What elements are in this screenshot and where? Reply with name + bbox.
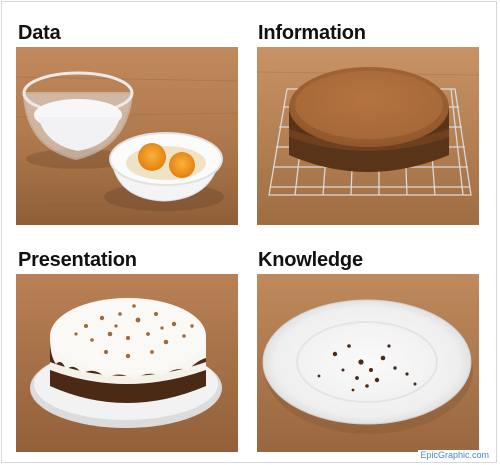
knowledge-photo xyxy=(257,274,479,452)
empty-plate xyxy=(262,299,473,434)
information-photo xyxy=(257,47,479,225)
frosted-cake xyxy=(50,298,206,403)
credit-text: EpicGraphic.com xyxy=(418,450,491,460)
label-presentation: Presentation xyxy=(18,249,137,271)
flour-bowl xyxy=(22,71,134,169)
crumbs xyxy=(317,344,417,392)
presentation-photo xyxy=(16,274,238,452)
label-data: Data xyxy=(18,22,61,44)
sponge-cake xyxy=(289,67,449,172)
label-knowledge: Knowledge xyxy=(258,249,363,271)
label-information: Information xyxy=(258,22,366,44)
egg-bowl xyxy=(104,132,224,211)
data-photo xyxy=(16,47,238,225)
